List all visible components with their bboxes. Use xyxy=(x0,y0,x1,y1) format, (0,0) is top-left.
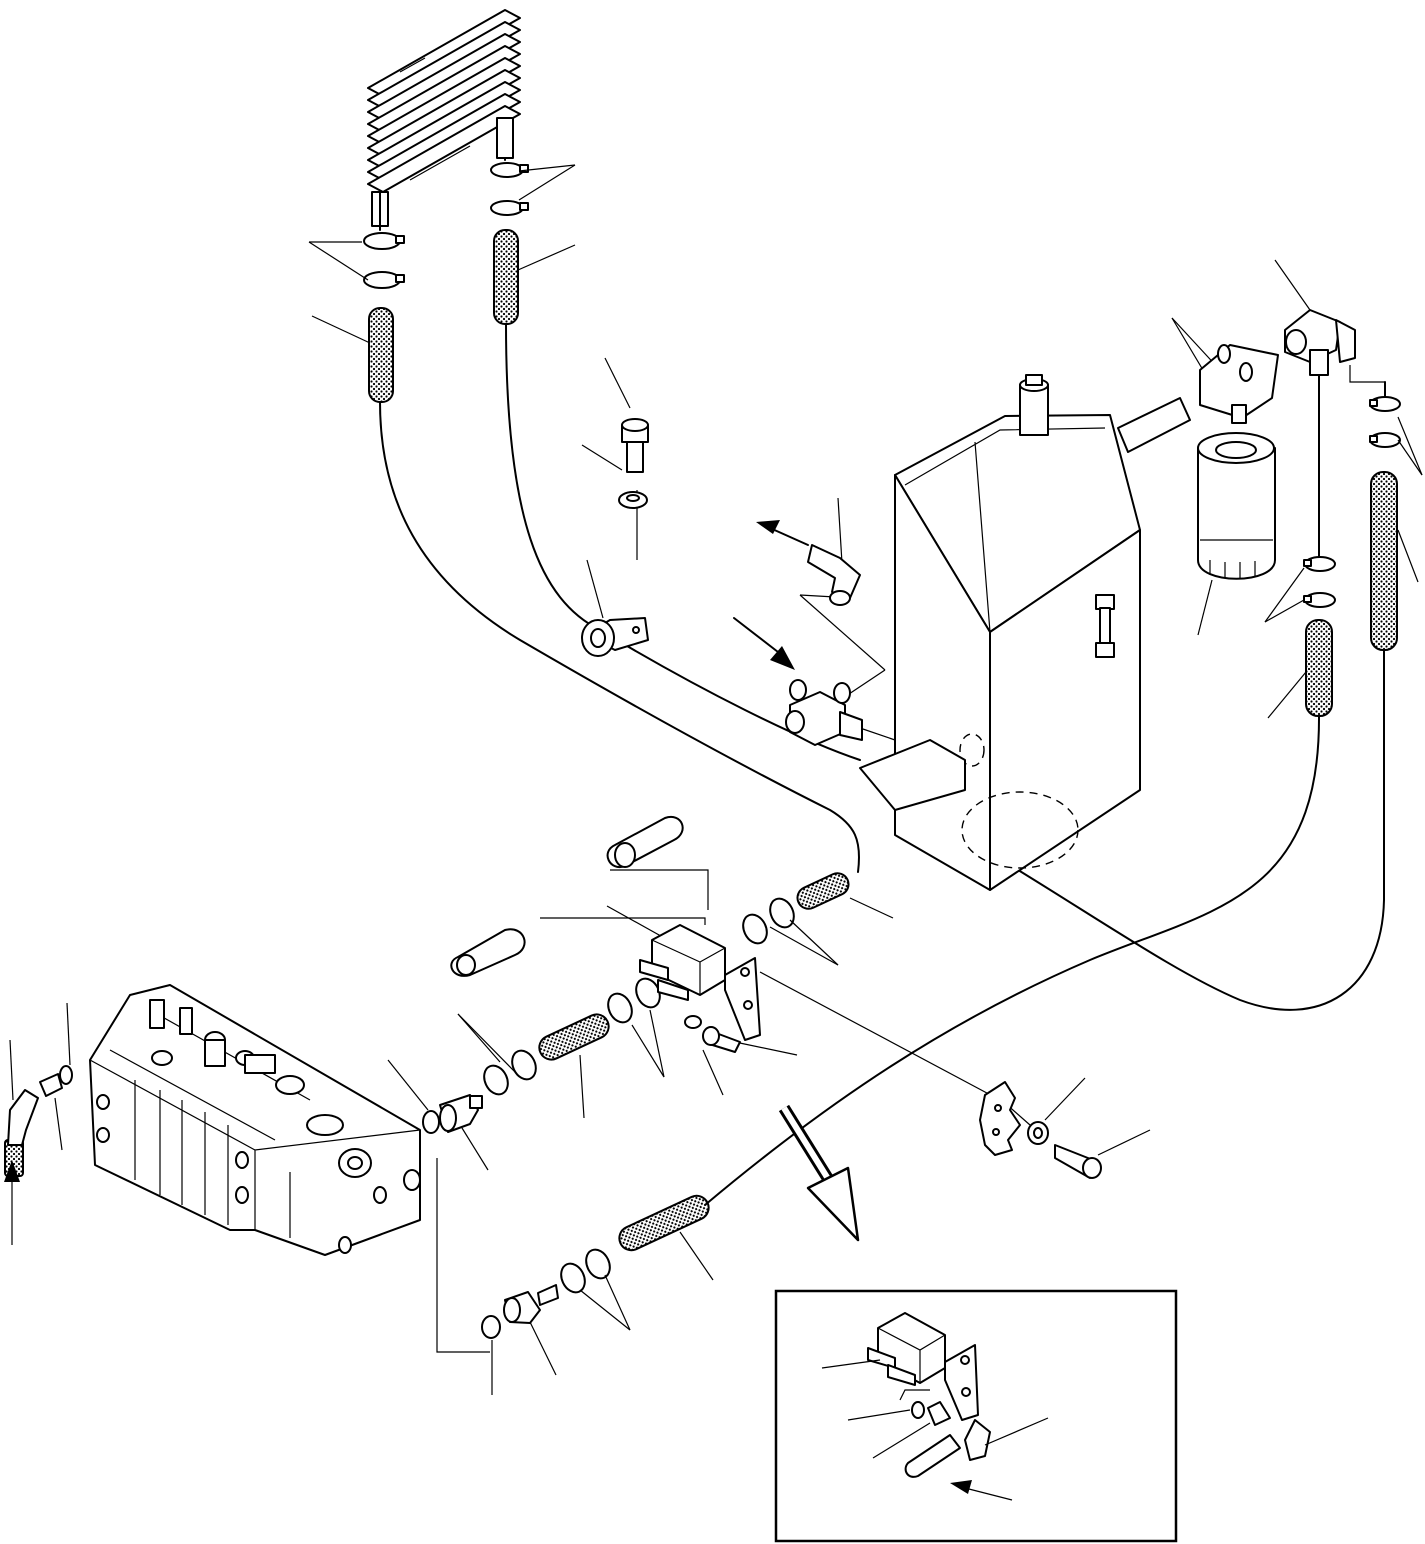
bolt xyxy=(622,419,1101,1178)
tube-clip xyxy=(582,618,648,656)
connector xyxy=(40,1074,950,1425)
o-ring xyxy=(60,1016,924,1418)
return-filter xyxy=(1198,345,1278,579)
view-arrow xyxy=(784,1108,858,1240)
washer xyxy=(619,492,1048,1144)
flow-divider-block xyxy=(451,817,760,1040)
direction-arrows xyxy=(4,520,858,1240)
elbow-fitting xyxy=(8,310,1355,1460)
leader-lines xyxy=(10,165,1422,1395)
hose-clamp xyxy=(364,163,1400,1296)
detail-inset xyxy=(776,1291,1176,1541)
control-valve xyxy=(90,985,420,1255)
cross-fitting xyxy=(786,680,862,745)
mounting-plate xyxy=(980,1082,1020,1155)
hydraulic-tank xyxy=(860,375,1190,890)
oil-cooler xyxy=(368,10,520,226)
hose-line xyxy=(380,158,1385,1205)
